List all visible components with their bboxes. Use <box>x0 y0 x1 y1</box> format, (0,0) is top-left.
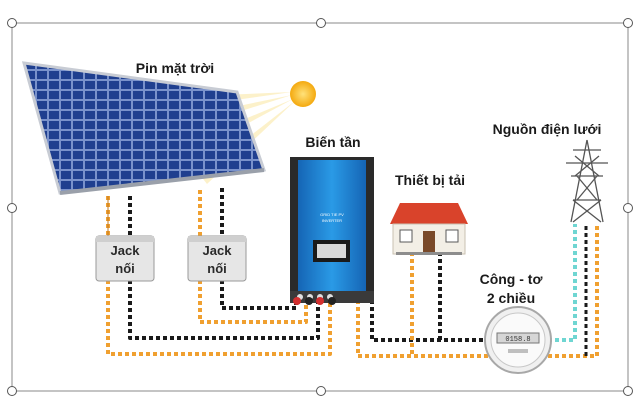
label-meter-line2: 2 chiều <box>487 290 535 306</box>
inverter-icon: GRID TIE PV INVERTER <box>290 157 374 303</box>
jack-1-line1: Jack <box>111 243 141 258</box>
label-solar-panel: Pin mặt trời <box>136 60 214 76</box>
jack-2-line2: nối <box>207 261 227 276</box>
power-tower-icon <box>566 139 608 223</box>
jack-1-line2: nối <box>115 261 135 276</box>
junction-box-2: Jack nối <box>187 235 247 282</box>
meter-display: 0158.8 <box>505 336 530 344</box>
selection-frame[interactable] <box>7 18 633 396</box>
inverter-faceplate-line1: GRID TIE PV <box>320 212 344 217</box>
jack-2-line1: Jack <box>203 243 233 258</box>
label-load-device: Thiết bị tải <box>395 172 465 188</box>
sun-icon <box>290 81 316 107</box>
label-inverter: Biến tần <box>305 134 360 150</box>
label-meter-line1: Công - tơ <box>480 271 543 287</box>
wiring <box>106 188 599 358</box>
meter-icon: 0158.8 <box>484 306 552 374</box>
house-icon <box>390 203 468 255</box>
inverter-faceplate-line2: INVERTER <box>322 218 342 223</box>
label-grid-source: Nguồn điện lưới <box>493 121 602 137</box>
inverter-terminals <box>293 297 336 305</box>
junction-box-1: Jack nối <box>95 235 155 282</box>
solar-panel-icon <box>21 61 267 195</box>
